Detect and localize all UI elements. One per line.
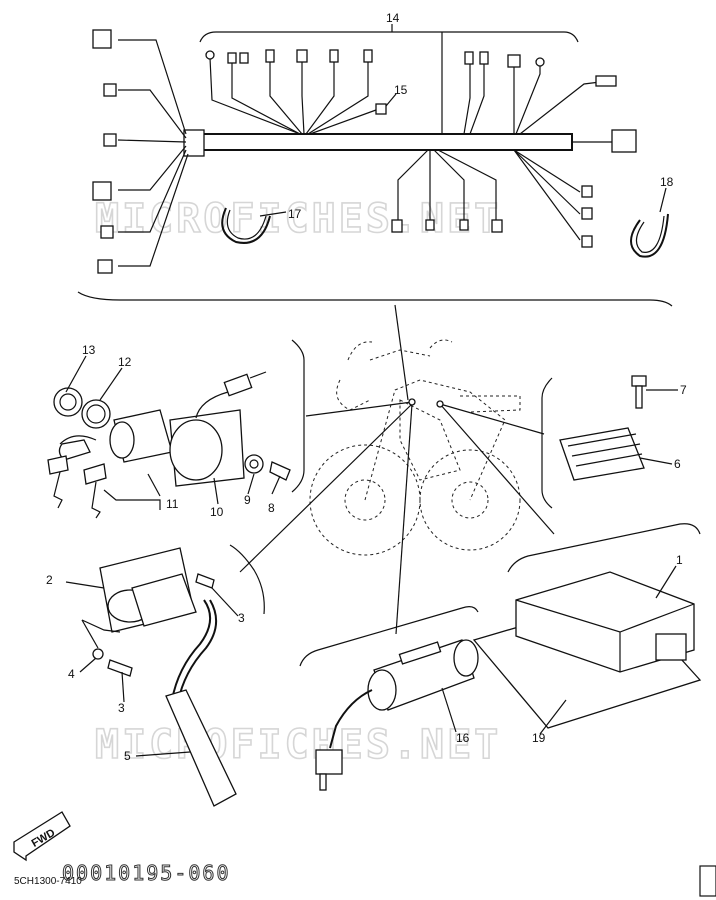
- section-brackets: [77, 291, 701, 667]
- watermark-bottom: MICROFICHES.NET: [95, 722, 501, 768]
- callout-16: 16: [456, 731, 470, 745]
- callout-7: 7: [680, 383, 687, 397]
- wire-harness: [92, 24, 637, 274]
- callout-10: 10: [210, 505, 224, 519]
- callout-2: 2: [46, 573, 53, 587]
- callout-8: 8: [268, 501, 275, 515]
- motorcycle-outline: [309, 339, 521, 556]
- band-clamp-17: [221, 207, 271, 244]
- band-clamp-18: [630, 213, 669, 258]
- callout-12: 12: [118, 355, 132, 369]
- callout-13: 13: [82, 343, 96, 357]
- callout-1: 1: [676, 553, 683, 567]
- callout-4: 4: [68, 667, 75, 681]
- callout-5: 5: [124, 749, 131, 763]
- rectifier-regulator: [559, 375, 647, 481]
- condenser: [315, 639, 479, 791]
- assembly-leader-lines: [239, 304, 555, 635]
- callout-3b: 3: [118, 701, 125, 715]
- callout-11: 11: [166, 497, 179, 511]
- callout-6: 6: [674, 457, 681, 471]
- main-switch-assembly: [47, 371, 291, 519]
- callout-14: 14: [386, 11, 400, 25]
- callout-leaders: [65, 93, 678, 757]
- cdi-unit: [472, 571, 702, 729]
- part-number-stamp: 00010195-060: [62, 861, 231, 885]
- callout-numbers: 14 15 17 18 13 12 11 10 9 8 7 6 1 2 3 4 …: [46, 11, 687, 763]
- watermark-top: MICROFICHES.NET: [95, 196, 501, 242]
- callout-17: 17: [288, 207, 302, 221]
- callout-15: 15: [394, 83, 408, 97]
- callout-3a: 3: [238, 611, 245, 625]
- ignition-coil: [81, 547, 237, 807]
- plate-code: 5CH1300-7410: [14, 876, 82, 887]
- corner-frame: [699, 865, 716, 897]
- fwd-arrow: FWD: [13, 811, 71, 862]
- callout-18: 18: [660, 175, 674, 189]
- callout-19: 19: [532, 731, 546, 745]
- callout-9: 9: [244, 493, 251, 507]
